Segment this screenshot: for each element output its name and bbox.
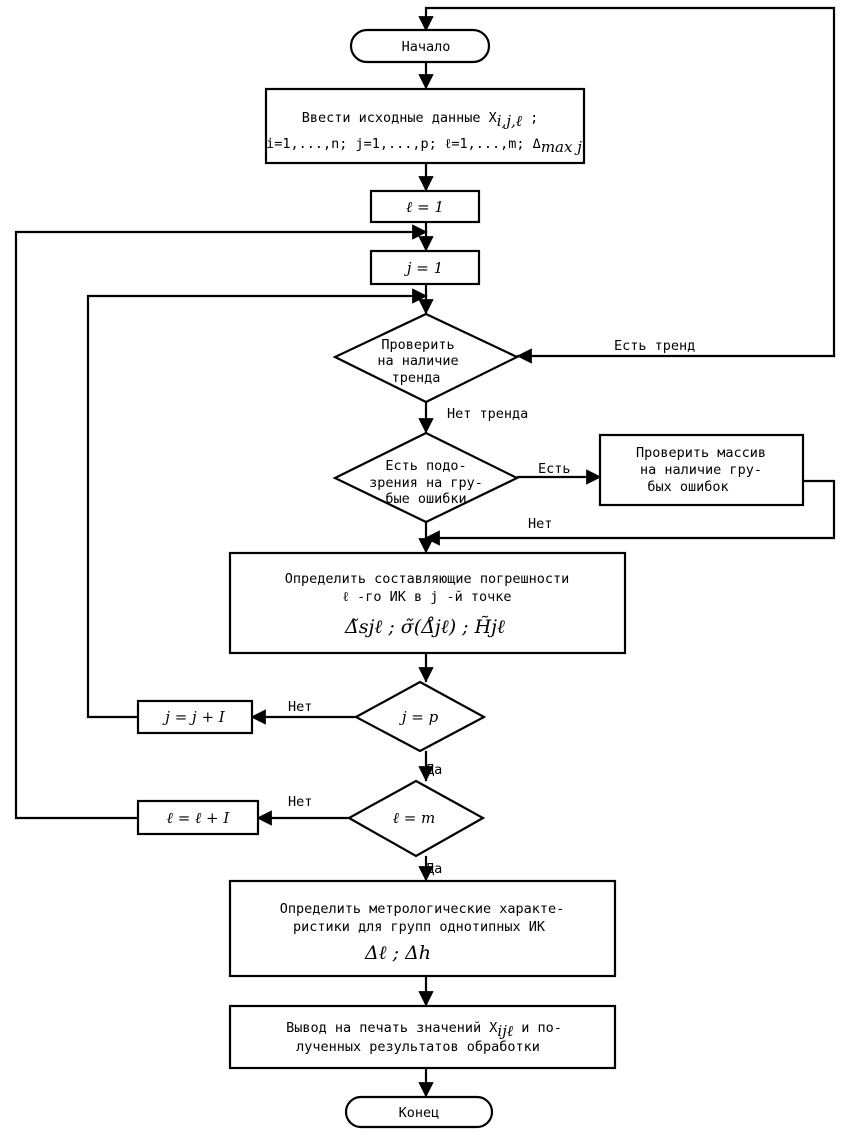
cond-l-decision [346, 779, 486, 858]
array-line-1: Проверить массив [636, 445, 766, 461]
label-l-no: Нет [288, 794, 312, 810]
end-label: Конец [399, 1105, 440, 1121]
components-line-2: ℓ -го ИК в j -й точке [342, 589, 511, 605]
output-box [228, 1004, 617, 1070]
start-label: Начало [402, 39, 451, 55]
label-l-yes: Да [426, 861, 442, 877]
gross-decision [332, 431, 520, 524]
metro-box [228, 879, 617, 978]
inc-l-label: ℓ = ℓ + I [167, 809, 231, 827]
end-terminal [344, 1095, 494, 1129]
input-line-1: Ввести исходные данные Xi,j,ℓ ; [302, 110, 539, 130]
cond-l-label: ℓ = m [393, 809, 436, 827]
label-trend-yes: Есть тренд [614, 338, 695, 354]
init-j-box [369, 249, 481, 286]
output-line-1: Вывод на печать значений Xijℓ и по- [286, 1020, 562, 1040]
label-trend-no: Нет тренда [447, 406, 528, 422]
trend-line-1: Проверить [381, 337, 454, 353]
edge-array-back [424, 479, 836, 546]
edge-incj-loop [86, 288, 428, 719]
init-l-label: ℓ = 1 [406, 198, 444, 216]
metro-line-1: Определить метрологические характе- [280, 901, 564, 917]
inc-l-box [136, 799, 260, 836]
label-gross-no: Нет [528, 516, 552, 532]
trend-decision [332, 312, 520, 404]
metro-formula: Δℓ ; Δh [364, 942, 431, 964]
inc-j-box [136, 699, 254, 735]
init-l-box [369, 189, 481, 224]
components-line-1: Определить составляющие погрешности [285, 571, 569, 587]
array-line-3: бых ошибок [647, 479, 728, 495]
label-j-yes: Да [426, 762, 442, 778]
gross-line-2: зрения на гру- [369, 475, 483, 491]
gross-line-3: бые ошибки [385, 491, 466, 507]
label-gross-yes: Есть [538, 461, 571, 477]
init-j-label: j = 1 [404, 259, 443, 277]
trend-line-3: тренда [392, 370, 441, 386]
cond-j-label: j = p [399, 708, 439, 726]
components-box [228, 551, 627, 655]
array-check-box [598, 433, 805, 507]
connectors [14, 6, 836, 1098]
components-formula: Δ̃sjℓ ; σ̃(Δ̊jℓ) ; H̃jℓ [344, 616, 505, 638]
cond-j-decision [353, 680, 487, 753]
input-box [264, 87, 586, 165]
array-line-2: на наличие гру- [640, 462, 762, 478]
edge-incl-loop [14, 224, 428, 820]
trend-line-2: на наличие [377, 353, 458, 369]
input-line-2: i=1,...,n; j=1,...,p; ℓ=1,...,m; Δmax j [266, 136, 582, 156]
edge-trend-yes [418, 6, 836, 358]
inc-j-label: j = j + I [162, 708, 226, 726]
output-line-2: лученных результатов обработки [296, 1039, 540, 1055]
label-j-no: Нет [288, 699, 312, 715]
metro-line-2: ристики для групп однотипных ИК [293, 919, 546, 935]
start-terminal [349, 28, 491, 64]
gross-line-1: Есть подо- [385, 458, 466, 474]
